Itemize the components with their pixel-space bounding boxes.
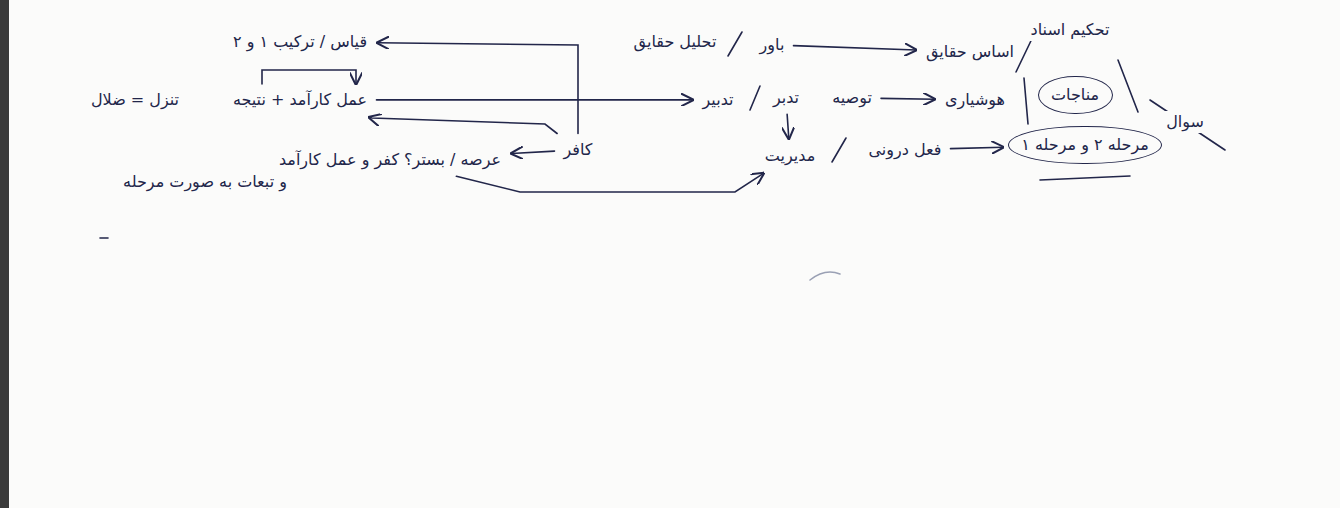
term-node: کافر [559,138,598,163]
slash [750,86,760,110]
term-node: توصیه [827,86,877,111]
arrow-connector [377,99,693,101]
node-text: باور [760,35,785,56]
circled-term: مناجات [1038,76,1113,115]
node-text: مرحله ۲ و مرحله ۱ [1021,135,1149,156]
faint-mark [810,272,840,280]
node-text: مدیریت [765,146,816,167]
arrow-connector [456,173,763,192]
term-node: فعل درونی [864,138,947,163]
arrow-connector [369,117,557,133]
term-node: تدبر [768,86,805,111]
node-text: تدبر [773,88,800,109]
arrow-connector [951,147,1004,148]
divider [1118,60,1138,112]
arrow-connector [794,46,917,50]
node-text: اساس حقایق [926,42,1014,63]
term-node: تدبیر [698,88,739,113]
node-text: توصیه [832,88,872,109]
arrow-connector [512,151,555,153]
note-label: و تبعات به صورت مرحله [120,171,290,194]
node-text: قیاس / ترکیب ۱ و ۲ [233,32,368,53]
arrow-connector [881,98,935,100]
node-text: تدبیر [703,90,734,111]
note-label: تحکیم اسناد [1028,19,1113,42]
slash [832,138,846,162]
term-node: هوشیاری [940,88,1011,113]
term-node: قیاس / ترکیب ۱ و ۲ [228,30,373,55]
node-text: مناجات [1051,85,1100,106]
dash-mark [100,237,108,239]
circled-term: مرحله ۲ و مرحله ۱ [1008,126,1162,165]
loop-bracket [262,70,356,84]
board-frame [0,0,9,508]
term-node: عرصه / بستر؟ کفر و عمل کارآمد [274,148,507,173]
node-text: عرصه / بستر؟ کفر و عمل کارآمد [279,150,502,171]
node-text: فعل درونی [869,140,942,161]
note-label: تحلیل حقایق [631,31,720,54]
divider [1024,78,1028,124]
note-label: سوال [1163,111,1207,134]
node-text: کافر [564,140,593,161]
term-node: باور [755,33,790,58]
term-node: عمل کارآمد + نتیجه [228,88,373,113]
term-node: اساس حقایق [921,40,1019,65]
slash [728,32,742,56]
term-node: مدیریت [760,144,821,169]
underline [1040,176,1130,180]
node-text: هوشیاری [945,90,1006,111]
arrow-connector [787,114,789,138]
node-text: عمل کارآمد + نتیجه [233,90,368,111]
note-label: تنزل = ضلال [88,89,182,112]
